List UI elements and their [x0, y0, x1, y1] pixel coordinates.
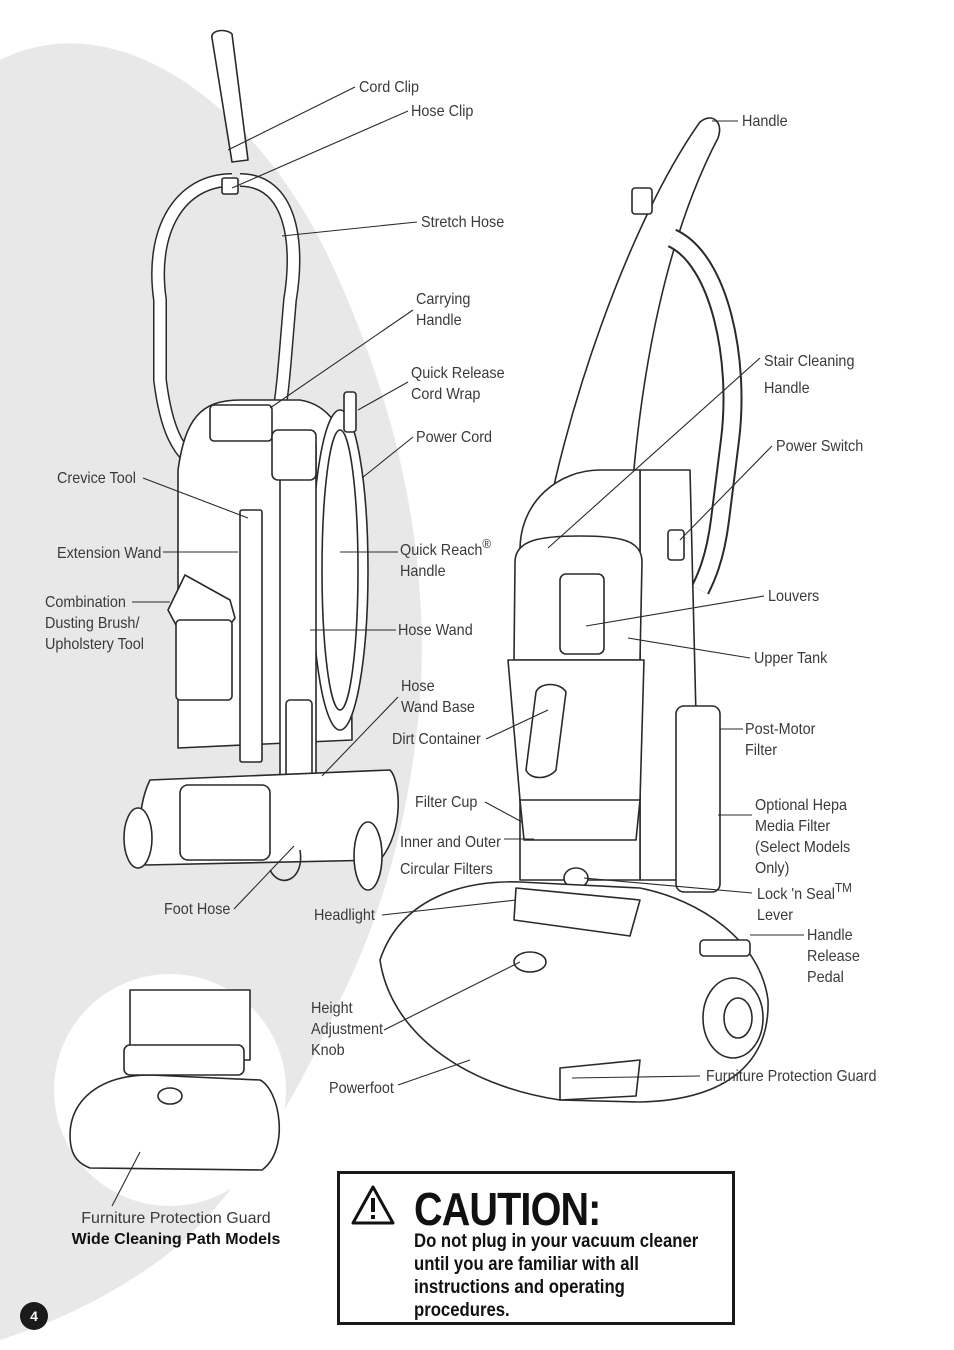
registered-mark: ®: [482, 536, 492, 551]
front-view-vacuum: [379, 117, 769, 1103]
label-louvers: Louvers: [768, 588, 820, 605]
label-power-switch: Power Switch: [776, 438, 864, 455]
warning-triangle-icon: [351, 1185, 395, 1225]
label-upper-tank: Upper Tank: [754, 650, 828, 667]
label-crevice-tool: Crevice Tool: [57, 470, 136, 487]
trademark-mark: TM: [835, 880, 852, 895]
caution-title: CAUTION:: [414, 1183, 601, 1235]
label-lock-n-seal-text-2: Lever: [757, 907, 794, 924]
inset-caption: Furniture Protection Guard Wide Cleaning…: [40, 1208, 312, 1250]
label-quick-reach-text: Quick Reach: [400, 542, 483, 559]
label-stair-cleaning-handle: Stair Cleaning Handle: [764, 353, 855, 397]
caution-box: CAUTION: Do not plug in your vacuum clea…: [337, 1171, 735, 1325]
label-furniture-protection-guard: Furniture Protection Guard: [706, 1068, 877, 1085]
page-number: 4: [20, 1302, 48, 1330]
label-headlight: Headlight: [314, 907, 375, 924]
label-carrying-handle: Carrying Handle: [416, 291, 471, 329]
label-quick-release-cord-wrap: Quick Release Cord Wrap: [411, 365, 505, 403]
label-quick-reach-text-2: Handle: [400, 563, 446, 580]
label-handle-release-pedal: Handle Release Pedal: [807, 927, 860, 986]
label-foot-hose: Foot Hose: [164, 901, 231, 918]
label-quick-reach-handle: Quick Reach® Handle: [400, 536, 491, 582]
label-cord-clip: Cord Clip: [359, 79, 420, 96]
label-filter-cup: Filter Cup: [415, 794, 478, 811]
label-optional-hepa: Optional Hepa Media Filter (Select Model…: [755, 797, 851, 877]
label-extension-wand: Extension Wand: [57, 545, 162, 562]
label-hose-wand: Hose Wand: [398, 622, 473, 639]
label-height-adjustment-knob: Height Adjustment Knob: [311, 1000, 384, 1059]
inset-caption-line1: Furniture Protection Guard: [81, 1210, 271, 1227]
back-view-vacuum: [123, 29, 399, 891]
label-powerfoot: Powerfoot: [329, 1080, 394, 1097]
caution-text: Do not plug in your vacuum cleaner until…: [414, 1231, 699, 1321]
inset-wide-path: [54, 974, 286, 1206]
label-lock-n-seal: Lock 'n SealTM Lever: [757, 880, 852, 926]
label-post-motor-filter: Post-Motor Filter: [745, 721, 816, 759]
label-dirt-container: Dirt Container: [392, 731, 481, 748]
inset-caption-line2: Wide Cleaning Path Models: [71, 1231, 281, 1248]
label-hose-wand-base: Hose Wand Base: [401, 678, 475, 716]
label-inner-outer-filters: Inner and Outer Circular Filters: [400, 834, 501, 878]
leader-lines: [111, 86, 804, 1207]
label-lock-n-seal-text: Lock 'n Seal: [757, 886, 836, 903]
label-combination-tool: Combination Dusting Brush/ Upholstery To…: [45, 594, 144, 653]
label-power-cord: Power Cord: [416, 429, 493, 446]
label-hose-clip: Hose Clip: [411, 103, 474, 120]
label-handle: Handle: [742, 113, 788, 130]
label-stretch-hose: Stretch Hose: [421, 214, 505, 231]
